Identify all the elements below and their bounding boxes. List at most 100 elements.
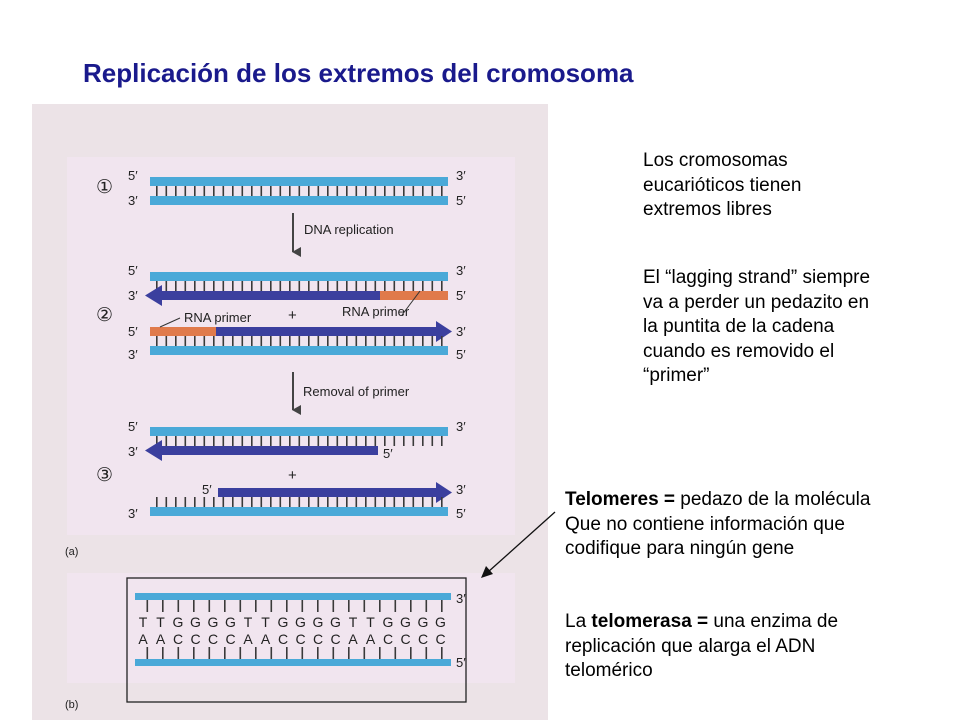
sequence-base: C — [278, 631, 288, 647]
label-5prime-2c: 5′ — [128, 324, 138, 339]
strand-top-3a — [150, 427, 448, 436]
sequence-base: C — [330, 631, 340, 647]
sequence-base: T — [244, 614, 253, 630]
sequence-base: G — [383, 614, 394, 630]
label-5prime-3d: 5′ — [456, 506, 466, 521]
sequence-base: C — [400, 631, 410, 647]
free-ends-line: eucarióticos tienen — [643, 174, 802, 196]
strand-bottom-1 — [150, 196, 448, 205]
step-2-duplexes — [145, 272, 452, 355]
label-dna-replication: DNA replication — [304, 222, 394, 237]
free-ends-line: Los cromosomas — [643, 150, 788, 171]
base-pairs-2a — [150, 281, 448, 291]
primer-pointer-left — [159, 317, 181, 328]
telomerase-definition: La telomerasa = una enzima de replicació… — [565, 610, 838, 684]
leading-strand-3 — [218, 488, 438, 497]
lagging-line: “primer” — [643, 365, 710, 386]
telomerase-line3: telomérico — [565, 660, 653, 681]
sequence-base: A — [261, 631, 271, 647]
panel-b-label: (b) — [65, 699, 78, 711]
rna-primer-left — [150, 327, 218, 336]
sequence-base: T — [366, 614, 375, 630]
label-3prime-1a: 3′ — [456, 168, 466, 183]
label-5prime-3b: 5′ — [383, 446, 393, 461]
label-5prime-b-bottom: 5′ — [456, 655, 466, 670]
sequence-base: A — [243, 631, 253, 647]
label-plus-3: + — [288, 467, 297, 484]
sequence-base: C — [383, 631, 393, 647]
sequence-base: G — [418, 614, 429, 630]
sequence-base: T — [139, 614, 148, 630]
sequence-base: T — [349, 614, 358, 630]
telomeres-definition: Telomeres = pedazo de la molécula Que no… — [565, 488, 870, 562]
label-5prime-2a: 5′ — [128, 263, 138, 278]
sequence-base: T — [261, 614, 270, 630]
label-3prime-3d: 3′ — [128, 506, 138, 521]
strand-bottom-3b — [150, 507, 448, 516]
free-ends-line: extremos libres — [643, 199, 772, 220]
step-2-number: ② — [96, 305, 113, 326]
sequence-base: C — [208, 631, 218, 647]
telomere-pointer-line — [487, 511, 556, 573]
primer-pointer-right — [401, 290, 421, 316]
telomerase-line1: una enzima de — [708, 611, 839, 632]
sequence-base: G — [435, 614, 446, 630]
sequence-base: C — [190, 631, 200, 647]
label-rna-primer-left: RNA primer — [184, 310, 252, 325]
leading-new-strand — [216, 327, 437, 336]
label-3prime-3c: 3′ — [456, 482, 466, 497]
panel-b-box — [67, 573, 515, 683]
lagging-arrowhead — [145, 285, 162, 306]
label-5prime-3c: 5′ — [202, 482, 212, 497]
lagging-line: va a perder un pedazito en — [643, 291, 870, 313]
step-3-number: ③ — [96, 465, 113, 486]
step-3-duplexes — [145, 427, 452, 516]
base-pairs-3a — [150, 436, 448, 446]
sequence-base: C — [225, 631, 235, 647]
strand-top-2a — [150, 272, 448, 281]
sequence-base: C — [435, 631, 445, 647]
lagging-strand-paragraph: El “lagging strand” siempre va a perder … — [643, 266, 870, 389]
label-3prime-2d: 3′ — [128, 347, 138, 362]
label-plus-2: + — [288, 307, 297, 324]
sequence-base: G — [330, 614, 341, 630]
telomeres-term: Telomeres = — [565, 489, 676, 510]
panel-a-label: (a) — [65, 546, 78, 558]
sequence-base: A — [348, 631, 358, 647]
sequence-base: G — [313, 614, 324, 630]
telomere-top-pairs — [135, 600, 451, 612]
label-3prime-2a: 3′ — [456, 263, 466, 278]
lagging-line: El “lagging strand” siempre — [643, 267, 871, 288]
label-rna-primer-right: RNA primer — [342, 304, 410, 319]
sequence-base: C — [295, 631, 305, 647]
rna-primer-right — [380, 291, 448, 300]
base-pairs-2b — [150, 336, 448, 346]
step-1-duplex — [150, 177, 448, 205]
lagging-arrowhead-3 — [145, 440, 162, 461]
base-pairs-3b — [150, 497, 448, 507]
sequence-base: A — [138, 631, 148, 647]
telomere-bottom-strand — [135, 659, 451, 666]
sequence-base: A — [366, 631, 376, 647]
sequence-base: A — [156, 631, 166, 647]
free-ends-paragraph: Los cromosomas eucarióticos tienen extre… — [643, 149, 801, 223]
label-5prime-1b: 5′ — [456, 193, 466, 208]
label-3prime-1b: 3′ — [128, 193, 138, 208]
lagging-new-strand — [160, 291, 382, 300]
sequence-base: T — [156, 614, 165, 630]
base-pairs-1 — [150, 186, 448, 196]
label-3prime-b-top: 3′ — [456, 591, 466, 606]
label-5prime-2b: 5′ — [456, 288, 466, 303]
label-3prime-2b: 3′ — [128, 288, 138, 303]
telomere-bottom-pairs — [135, 647, 451, 659]
telomere-duplex — [126, 577, 467, 703]
step-1-number: ① — [96, 177, 113, 198]
label-removal-of-primer: Removal of primer — [303, 384, 410, 399]
strand-top-1 — [150, 177, 448, 186]
sequence-base: C — [313, 631, 323, 647]
sequence-base: G — [225, 614, 236, 630]
label-5prime-3a: 5′ — [128, 419, 138, 434]
